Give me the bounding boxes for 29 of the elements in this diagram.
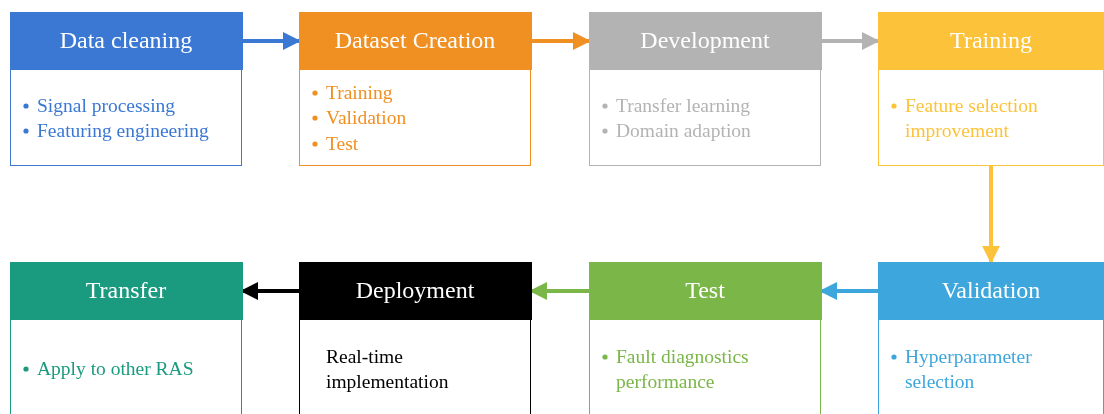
process-card xyxy=(10,262,242,414)
list-item: Apply to other RAS xyxy=(37,358,194,380)
list-item: Fault diagnostics performance xyxy=(616,345,749,392)
card-title: Training xyxy=(877,11,1104,70)
card-title: Validation xyxy=(877,261,1104,320)
list-item: Training xyxy=(326,81,393,103)
list-item: Signal processing xyxy=(37,94,176,116)
card-title: Development xyxy=(588,11,822,70)
list-item: Hyperparameter selection xyxy=(905,345,1032,392)
list-item: Feature selection improvement xyxy=(905,94,1038,141)
card-title: Data cleaning xyxy=(9,11,243,70)
process-card xyxy=(878,262,1104,414)
process-card xyxy=(878,12,1104,166)
list-item: Test xyxy=(326,132,359,154)
process-card xyxy=(589,12,821,166)
card-title: Deployment xyxy=(298,261,532,320)
card-title: Test xyxy=(588,261,822,320)
arrow xyxy=(982,166,1000,264)
process-card xyxy=(589,262,821,414)
card-title: Transfer xyxy=(9,261,243,320)
process-card xyxy=(10,12,242,166)
process-card xyxy=(299,12,531,166)
list-item: Featuring engineering xyxy=(37,120,209,141)
list-item: Domain adaption xyxy=(616,120,751,141)
card-title: Dataset Creation xyxy=(298,11,532,70)
list-item: Transfer learning xyxy=(616,94,751,116)
process-card xyxy=(299,262,531,414)
list-item: Validation xyxy=(326,107,407,129)
list-item: Real-time implementation xyxy=(326,345,449,392)
